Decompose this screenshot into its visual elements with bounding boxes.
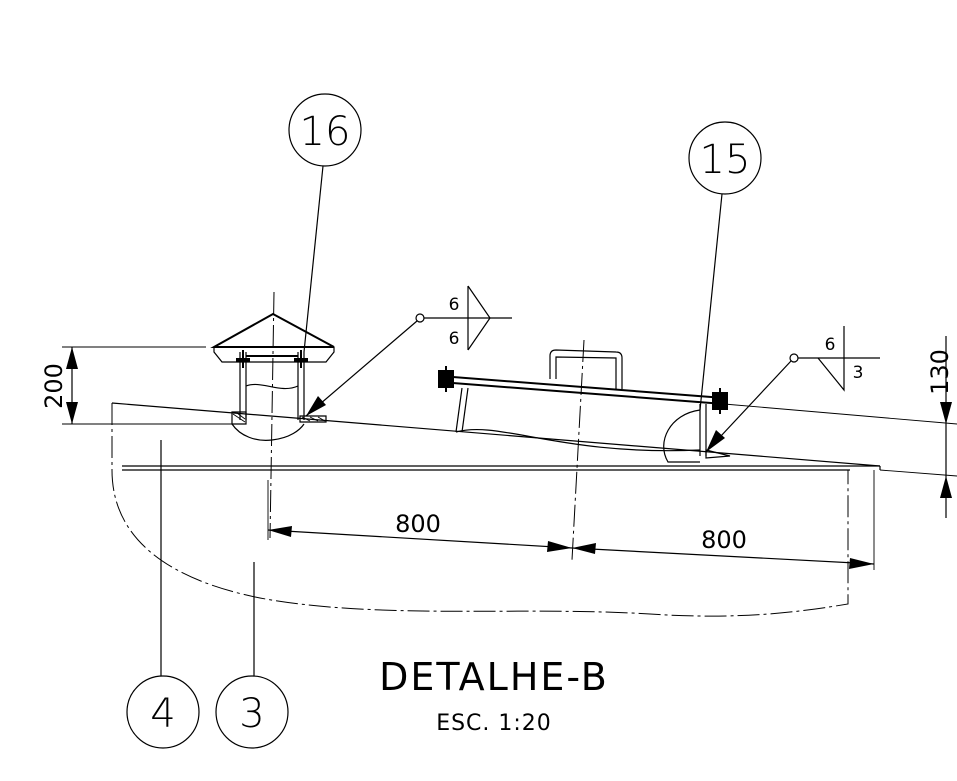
bubble-15 [688, 121, 762, 411]
detail-scale: ESC. 1:20 [436, 711, 552, 736]
weld-hatch-bottom-label: 3 [853, 363, 864, 383]
dimension-800-right [571, 470, 875, 570]
weld-hatch-top-label: 6 [825, 335, 836, 355]
bubble-4-label: 4 [150, 691, 175, 737]
dimension-800-left-label: 800 [395, 510, 441, 538]
dimension-130 [723, 336, 957, 518]
hatch-assembly [438, 339, 731, 561]
weld-symbol-hatch [705, 326, 880, 453]
bubble-4 [126, 440, 200, 749]
vent-assembly [210, 291, 335, 539]
dimension-200 [62, 346, 232, 425]
dimension-130-label: 130 [926, 349, 954, 395]
roof-plate [111, 402, 881, 471]
bubble-3-label: 3 [239, 691, 264, 737]
bubble-3 [215, 562, 289, 749]
bubble-15-label: 15 [700, 137, 751, 183]
bubble-16 [288, 93, 362, 353]
weld-symbol-vent [305, 285, 512, 417]
weld-vent-top-label: 6 [449, 295, 460, 315]
dimension-200-label: 200 [40, 363, 68, 409]
detail-title: DETALHE-B [379, 655, 609, 699]
dimension-800-left [267, 480, 573, 552]
dimension-800-right-label: 800 [701, 526, 747, 554]
weld-vent-bottom-label: 6 [449, 329, 460, 349]
break-line [111, 403, 849, 617]
bubble-16-label: 16 [300, 109, 351, 155]
